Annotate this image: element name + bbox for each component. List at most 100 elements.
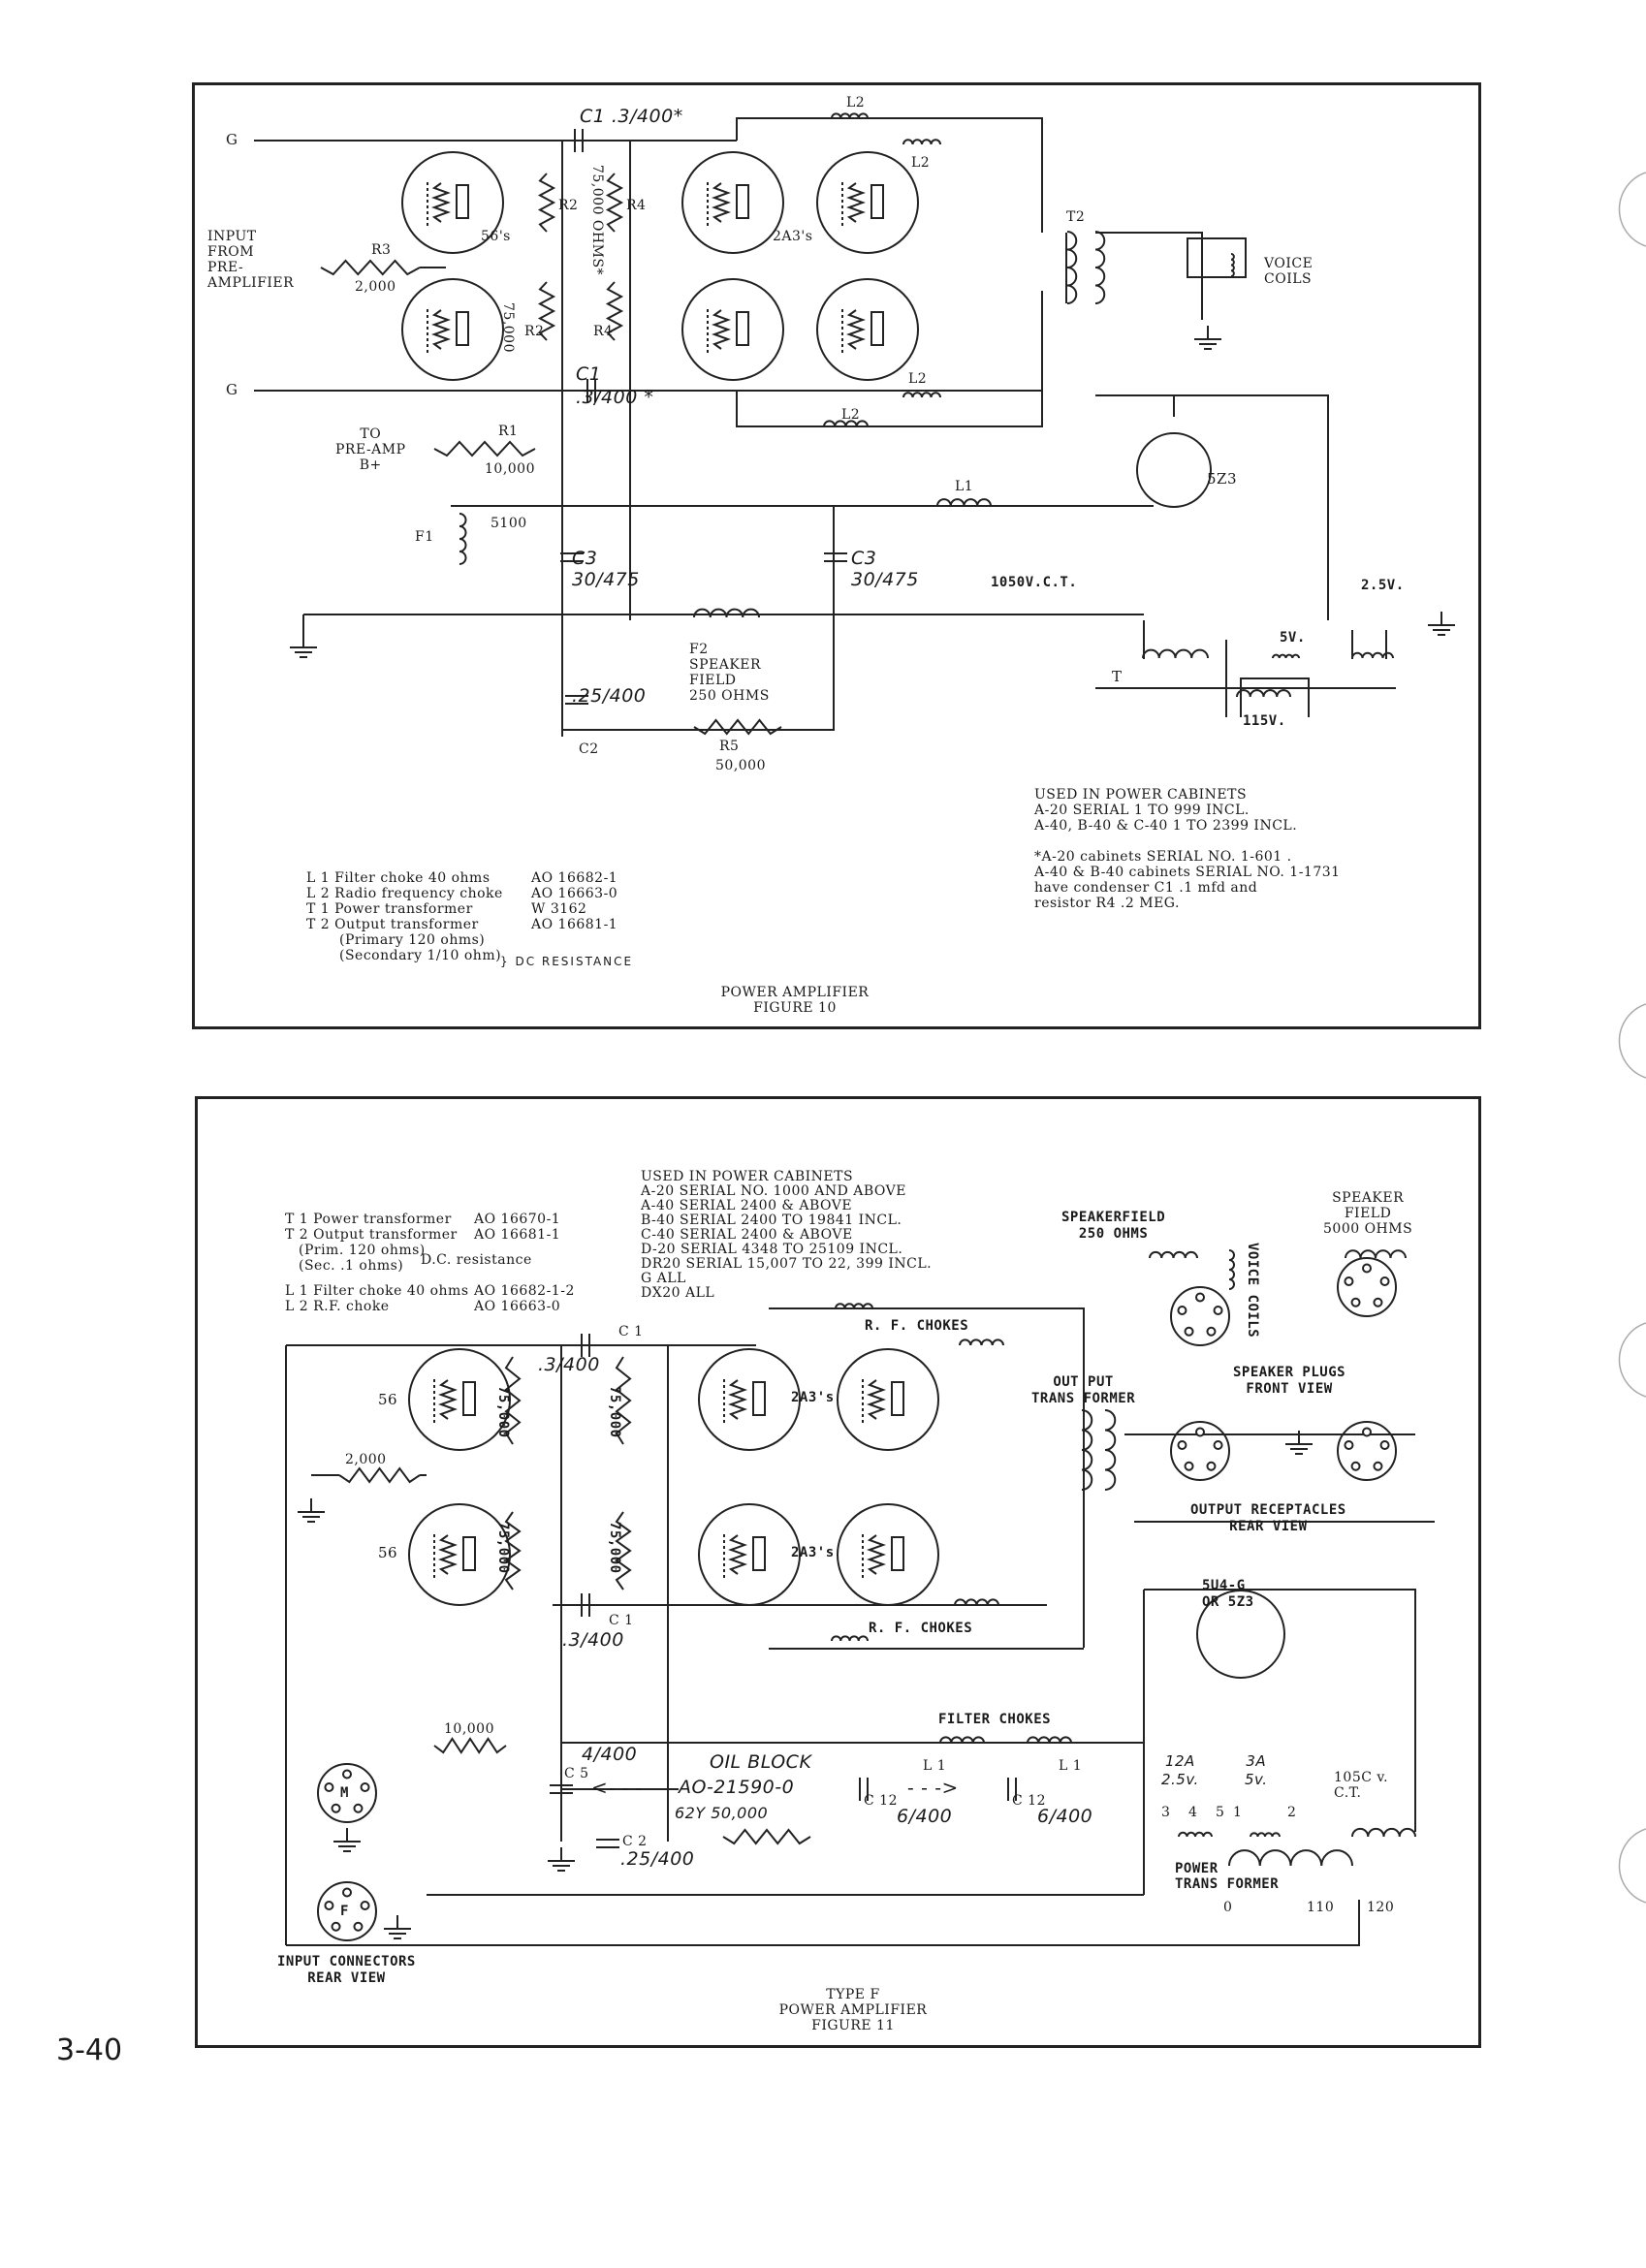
coil-symbol xyxy=(823,420,869,427)
coil-symbol xyxy=(1351,1827,1416,1838)
tubes-2a3-label: 2A3's xyxy=(773,229,813,244)
vacuum-tube xyxy=(408,1348,511,1451)
figure-11-caption: TYPE F POWER AMPLIFIER FIGURE 11 xyxy=(778,1987,928,2033)
socket-pin xyxy=(1184,1326,1194,1337)
tube-plate xyxy=(456,311,469,346)
l1-label: L 1 xyxy=(1059,1758,1083,1774)
c12-label: C 12 xyxy=(864,1793,898,1809)
tube-plate xyxy=(736,311,749,346)
speakerfield-label: SPEAKERFIELD 250 OHMS xyxy=(1061,1210,1166,1242)
wire xyxy=(1095,232,1203,320)
voice-coils-label: VOICE COILS xyxy=(1264,256,1314,287)
coil-symbol xyxy=(831,1635,869,1642)
tube-2a3-bottom-label: 2A3's xyxy=(791,1545,835,1560)
r4-label: R4 xyxy=(593,324,614,339)
filter-chokes-label: FILTER CHOKES xyxy=(938,1712,1052,1727)
speaker-field-label: SPEAKER FIELD 5000 OHMS xyxy=(1323,1190,1413,1237)
pin-label: 4 xyxy=(1188,1805,1198,1820)
rectifier-label: 5Z3 xyxy=(1207,470,1238,488)
resistor-symbol xyxy=(320,259,421,276)
resistor-symbol xyxy=(605,281,624,341)
r-62y-label: 62Y 50,000 xyxy=(675,1804,769,1822)
oil-block-label: OIL BLOCK xyxy=(710,1751,812,1773)
socket-pin xyxy=(342,1887,352,1898)
figure-10-caption: POWER AMPLIFIER FIGURE 10 xyxy=(720,985,870,1016)
l1-label: L1 xyxy=(955,479,974,494)
c1-top-label: C1 .3/400* xyxy=(580,106,683,127)
coil-symbol xyxy=(1104,1409,1117,1491)
binder-hole xyxy=(1618,172,1646,247)
pin-label: 1 xyxy=(1233,1805,1243,1820)
coil-symbol xyxy=(1351,651,1394,659)
tap-label: 110 xyxy=(1307,1900,1335,1915)
l2-label: L2 xyxy=(908,371,928,387)
t-label: T xyxy=(1112,668,1123,685)
socket-pin xyxy=(1177,1439,1187,1450)
c12-value: 6/400 xyxy=(897,1806,953,1827)
l2-label: L2 xyxy=(911,155,931,171)
c12-label: C 12 xyxy=(1012,1793,1046,1809)
vacuum-tube xyxy=(698,1348,801,1451)
tube-56-bottom-label: 56 xyxy=(378,1544,398,1561)
rectifier-tube xyxy=(1196,1590,1285,1679)
vacuum-tube xyxy=(698,1503,801,1606)
vacuum-tube xyxy=(837,1503,939,1606)
r3-value: 2,000 xyxy=(355,279,396,295)
coil-symbol xyxy=(1250,1832,1281,1838)
pin-label: 2 xyxy=(1287,1805,1297,1820)
tube-socket xyxy=(317,1881,377,1941)
resistor-symbol xyxy=(867,1534,886,1575)
output-receptacles-label: OUTPUT RECEPTACLES REAR VIEW xyxy=(1190,1502,1346,1534)
used-in-note: USED IN POWER CABINETS A-20 SERIAL 1 TO … xyxy=(1034,787,1298,834)
oil-block-part: AO-21590-0 xyxy=(679,1777,795,1798)
socket-pin xyxy=(331,1803,341,1813)
tube-socket xyxy=(1337,1421,1397,1481)
r2-label: R2 xyxy=(524,324,545,339)
g-terminal-top: G xyxy=(226,131,238,148)
socket-pin xyxy=(1350,1461,1361,1471)
tube-plate xyxy=(752,1381,766,1416)
tube-socket xyxy=(1170,1286,1230,1346)
wire xyxy=(736,291,1043,427)
c1-bottom-value: .3/400 xyxy=(562,1629,624,1651)
l2-label: L2 xyxy=(841,407,861,423)
coil-symbol xyxy=(939,1736,985,1744)
f1-value: 5100 xyxy=(491,516,527,531)
vacuum-tube xyxy=(401,278,504,381)
resistor-symbol xyxy=(338,1466,421,1484)
page-number: 3-40 xyxy=(56,2033,123,2067)
coil-symbol xyxy=(959,1339,1004,1346)
input-label: INPUT FROM PRE- AMPLIFIER xyxy=(207,229,295,291)
resistor-symbol xyxy=(867,1379,886,1420)
c3-right-label: C3 30/475 xyxy=(851,548,919,590)
v25-label: 2.5V. xyxy=(1361,578,1405,593)
socket-pin xyxy=(1177,1305,1187,1315)
pin-label: 5 xyxy=(1216,1805,1225,1820)
c5-label: C 5 xyxy=(564,1766,589,1781)
r2-label: R2 xyxy=(558,198,579,213)
resistor-symbol xyxy=(846,309,866,350)
coil-symbol xyxy=(1027,1736,1072,1744)
socket-pin xyxy=(1195,1427,1205,1437)
c3-left-label: C3 30/475 xyxy=(572,548,640,590)
tubes-56-label: 56's xyxy=(481,229,511,244)
v5-label: 5V. xyxy=(1280,630,1306,646)
coil-symbol xyxy=(1345,1249,1407,1259)
legend-note: D.C. resistance xyxy=(421,1252,532,1268)
socket-pin xyxy=(1206,1326,1217,1337)
coil-symbol xyxy=(1228,1249,1235,1290)
c1-top-value: .3/400 xyxy=(538,1354,600,1375)
rf-chokes-top-label: R. F. CHOKES xyxy=(865,1318,969,1334)
coil-symbol xyxy=(1178,1831,1213,1838)
resistor-symbol xyxy=(438,1379,458,1420)
coil-symbol xyxy=(1230,253,1235,277)
socket-pin xyxy=(324,1781,334,1792)
coil-symbol xyxy=(1081,1409,1093,1491)
c1-bottom-label: C 1 xyxy=(609,1613,634,1628)
legend-note: } DC RESISTANCE xyxy=(500,955,634,968)
tube-socket xyxy=(1337,1257,1397,1317)
resistor-symbol xyxy=(712,309,731,350)
